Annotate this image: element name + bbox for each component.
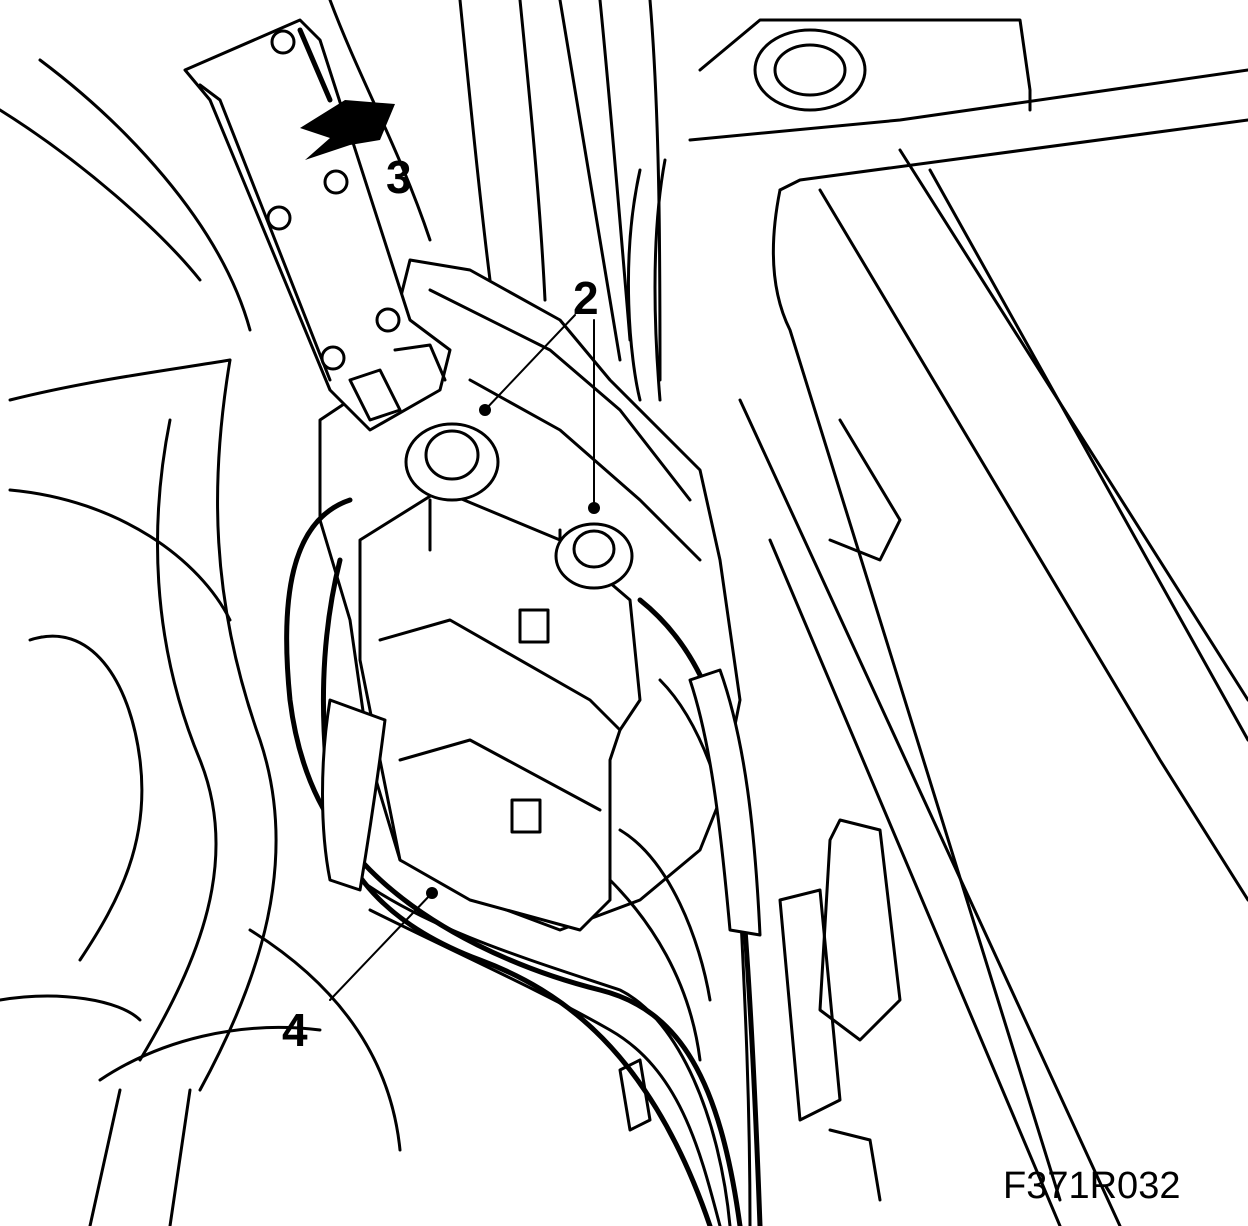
leader-lines bbox=[329, 314, 600, 1001]
fuse-holder bbox=[318, 258, 742, 932]
figure-code: F371R032 bbox=[1003, 1165, 1180, 1207]
callout-2: 2 bbox=[573, 272, 599, 324]
background-contours bbox=[0, 0, 662, 1226]
control-module-housing bbox=[618, 18, 1248, 1226]
direction-arrow-icon bbox=[297, 27, 395, 160]
callout-3: 3 bbox=[386, 151, 412, 203]
terminal-nuts bbox=[404, 422, 634, 590]
cable-bundle bbox=[284, 497, 763, 1226]
callout-4: 4 bbox=[282, 1004, 308, 1056]
mounting-bracket bbox=[183, 18, 452, 432]
